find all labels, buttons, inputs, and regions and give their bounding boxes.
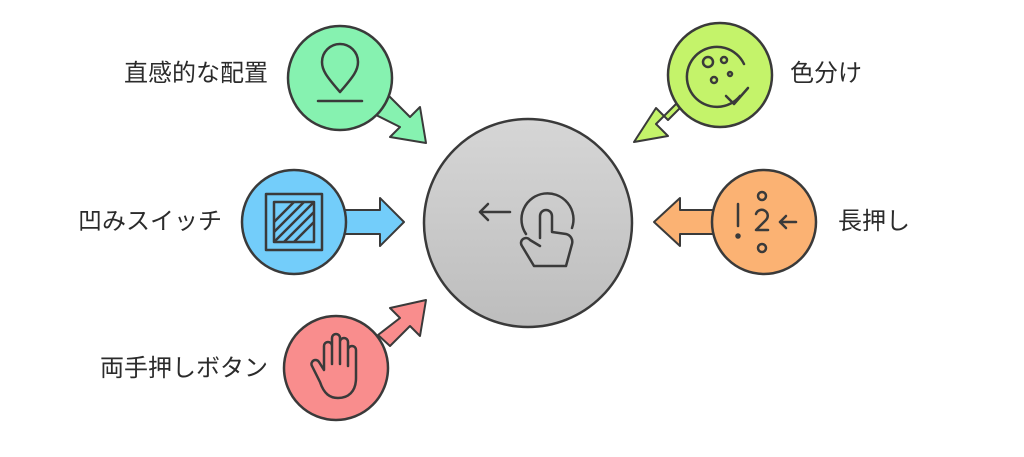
node-color-coding [666, 21, 774, 129]
hatched-square-icon [264, 192, 324, 252]
arrow-recessed-switch [344, 197, 405, 247]
palette-icon [685, 45, 750, 109]
node-two-hand-button [282, 314, 390, 422]
node-long-press [710, 168, 818, 276]
node-recessed-switch [240, 168, 348, 276]
label-color-coding: 色分け [790, 59, 862, 87]
arrow-color-coding [633, 99, 689, 143]
label-two-hand-button: 両手押しボタン [100, 354, 268, 382]
location-pin-icon [316, 42, 364, 103]
center-node [422, 117, 634, 329]
arrow-long-press [653, 197, 721, 247]
label-long-press: 長押し [838, 207, 910, 235]
back-arrow-tap-icon [478, 192, 575, 268]
node-intuitive-layout [286, 24, 394, 132]
hand-icon [310, 332, 358, 400]
label-intuitive-layout: 直感的な配置 [124, 59, 268, 87]
sequence-steps-icon [735, 190, 798, 254]
arrow-two-hand-button [377, 299, 427, 347]
label-recessed-switch: 凹みスイッチ [78, 207, 222, 235]
